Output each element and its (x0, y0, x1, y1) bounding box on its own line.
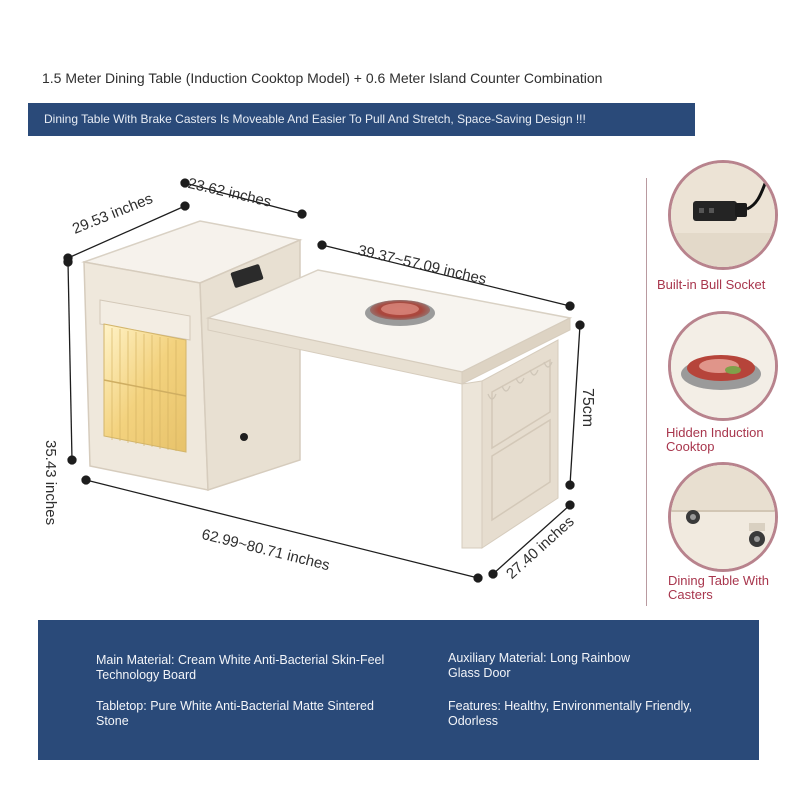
dim-height-right: 75cm (579, 388, 596, 428)
dimension-lines (63, 178, 585, 583)
banner-text: Dining Table With Brake Casters Is Movea… (44, 112, 586, 126)
page-title: 1.5 Meter Dining Table (Induction Cookto… (42, 70, 603, 86)
feature-label-casters: Dining Table With Casters (668, 573, 769, 602)
feature-divider (646, 178, 647, 606)
feature-label-cooktop: Hidden Induction Cooktop (666, 425, 764, 454)
spec-tabletop: Tabletop: Pure White Anti-Bacterial Matt… (96, 699, 374, 728)
caster-icon (668, 462, 778, 572)
socket-icon (668, 160, 778, 270)
dining-table (205, 269, 573, 549)
spec-panel: Main Material: Cream White Anti-Bacteria… (38, 620, 759, 760)
island-cabinet (81, 220, 303, 492)
spec-auxiliary-material: Auxiliary Material: Long Rainbow Glass D… (448, 651, 631, 680)
dim-height-left: 35.43 inches (42, 440, 59, 526)
spec-features: Features: Healthy, Environmentally Frien… (448, 699, 693, 728)
banner: Dining Table With Brake Casters Is Movea… (28, 103, 695, 136)
hotpot-icon (668, 311, 778, 421)
product-illustration: 29.53 inches 23.62 inches 39.37~57.09 in… (42, 175, 596, 583)
feature-label-socket: Built-in Bull Socket (657, 277, 766, 292)
furniture-drawing (63, 178, 585, 583)
spec-main-material: Main Material: Cream White Anti-Bacteria… (96, 653, 385, 682)
